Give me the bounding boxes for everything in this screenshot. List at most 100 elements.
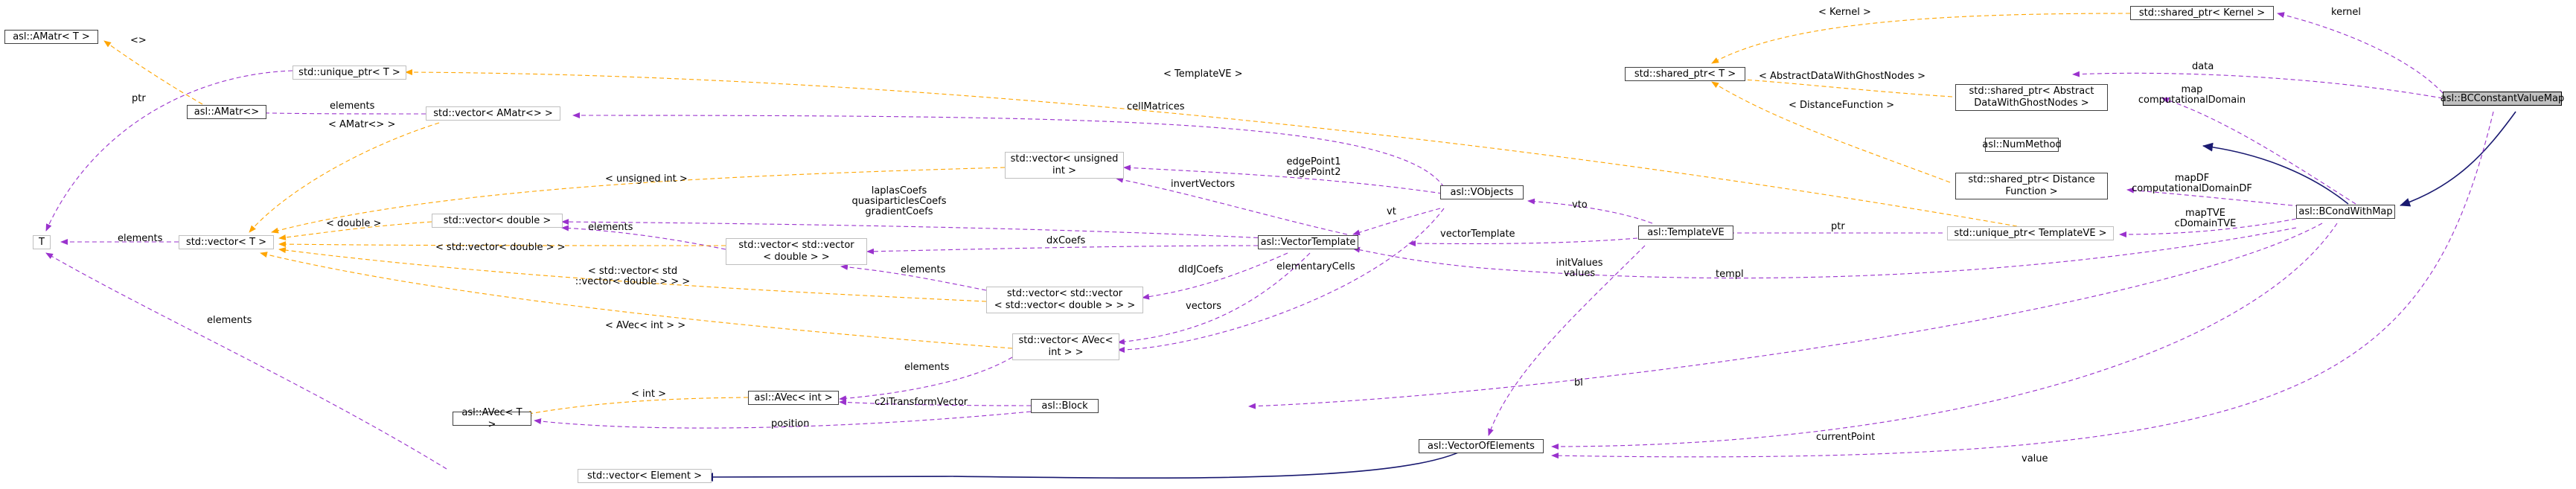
node-amatr[interactable]: asl::AMatr<>: [187, 105, 266, 119]
label-tmpl-vvd-line1: < std::vector< std: [588, 266, 677, 277]
node-t[interactable]: T: [33, 235, 51, 249]
edge-map: [2161, 98, 2356, 205]
edge-data: [2072, 71, 2444, 99]
node-avec-t[interactable]: asl::AVec< T >: [453, 407, 531, 430]
label-c2itransform: c2iTransformVector: [875, 397, 968, 408]
node-avec-int[interactable]: asl::AVec< int >: [748, 391, 839, 405]
node-vector-element[interactable]: std::vector< Element >: [578, 469, 712, 483]
template-edges: [103, 13, 2131, 417]
inheritance-edges: [703, 111, 2516, 482]
node-vector-double[interactable]: std::vector< double >: [432, 214, 563, 228]
edge-templ: [1352, 227, 2297, 279]
node-shared-ptr-t[interactable]: std::shared_ptr< T >: [1625, 67, 1745, 81]
edge-currentpoint: [1551, 223, 2338, 450]
label-tmpl-empty: <>: [130, 35, 147, 46]
node-amatr-t[interactable]: asl::AMatr< T >: [4, 30, 98, 44]
label-tmpl-avec-int: < AVec< int > >: [605, 320, 685, 331]
node-vector-amatr[interactable]: std::vector< AMatr<> >: [426, 106, 560, 121]
edge-bcconstantvaluemap-to-bcondwithmap: [2400, 111, 2516, 207]
label-didjcoefs: dIdJCoefs: [1178, 264, 1224, 275]
node-vectortemplate[interactable]: asl::VectorTemplate: [1258, 235, 1358, 249]
node-templateve[interactable]: asl::TemplateVE: [1638, 226, 1733, 240]
node-unique-ptr-t[interactable]: std::unique_ptr< T >: [293, 65, 406, 80]
label-edgepoint-line2: edgePoint2: [1286, 167, 1340, 178]
label-elements-avec: elements: [904, 362, 950, 373]
edge-elementarycells: [1117, 208, 1445, 353]
label-edgepoint-line1: edgePoint1: [1286, 156, 1340, 167]
node-vectorofelements[interactable]: asl::VectorOfElements: [1419, 439, 1544, 453]
edge-mapdf: [2126, 187, 2308, 208]
node-shared-ptr-kernel[interactable]: std::shared_ptr< Kernel >: [2130, 6, 2274, 20]
label-value: value: [2022, 453, 2048, 464]
node-vector-t[interactable]: std::vector< T >: [179, 235, 274, 249]
label-initvalues-line1: initValues: [1556, 258, 1602, 269]
node-nummethod[interactable]: asl::NumMethod: [1982, 138, 2062, 152]
node-vector-avec-int[interactable]: std::vector< AVec< int > >: [1012, 333, 1119, 360]
label-kernel: kernel: [2331, 7, 2361, 18]
usage-edges: [45, 12, 2494, 470]
edge-kernel: [2277, 12, 2444, 94]
label-initvalues-line2: values: [1564, 268, 1596, 279]
edge-vto: [1527, 198, 1653, 224]
label-elements-t: elements: [118, 233, 163, 244]
label-elements-long: elements: [207, 315, 252, 326]
label-cellmatrices: cellMatrices: [1127, 101, 1185, 112]
node-vector-vector-vector-double[interactable]: std::vector< std::vector < std::vector< …: [986, 287, 1143, 313]
edge-ptr-t: [45, 70, 293, 231]
label-maptve-line1: mapTVE: [2185, 208, 2225, 219]
node-vobjects[interactable]: asl::VObjects: [1440, 185, 1524, 199]
edge-cellmatrices: [572, 112, 1448, 194]
node-block[interactable]: asl::Block: [1031, 399, 1099, 413]
label-mapdf-line2: computationalDomainDF: [2132, 183, 2252, 194]
node-shared-ptr-abstract[interactable]: std::shared_ptr< Abstract DataWithGhostN…: [1955, 84, 2108, 111]
label-tmpl-unsigned: < unsigned int >: [605, 173, 688, 185]
label-map-line2: computationalDomain: [2138, 95, 2246, 106]
label-laplas-line3: gradientCoefs: [865, 206, 933, 217]
edge-tmpl-avec-int: [260, 252, 1013, 349]
node-bcconstantvaluemap[interactable]: asl::BCConstantValueMap: [2441, 92, 2564, 106]
edge-tmpl-vvd: [278, 247, 987, 302]
label-templ: templ: [1716, 269, 1744, 280]
node-bcondwithmap[interactable]: asl::BCondWithMap: [2296, 205, 2395, 219]
label-tmpl-std-vector-double: < std::vector< double > >: [435, 242, 566, 253]
edge-elements-long: [45, 252, 447, 470]
label-invertvectors: invertVectors: [1171, 179, 1235, 190]
label-vectortemplate: vectorTemplate: [1440, 228, 1515, 240]
edge-position: [534, 411, 1032, 429]
label-vectors: vectors: [1186, 301, 1221, 312]
edge-invertvectors: [1116, 176, 1348, 235]
label-elements-vvd: elements: [901, 264, 946, 275]
edge-tmpl-unsigned: [271, 167, 1006, 234]
edge-maptve: [2119, 218, 2297, 237]
edge-tmpl-distance: [1711, 81, 1951, 183]
edge-edgepoint: [1123, 164, 1443, 194]
edge-didjcoefs: [1142, 252, 1288, 300]
node-vector-unsigned-int[interactable]: std::vector< unsigned int >: [1005, 152, 1124, 179]
edge-tmpl-std-vector-double: [278, 241, 726, 248]
edge-elements-vvd: [840, 263, 987, 291]
edge-tmpl-empty: [103, 40, 203, 105]
edge-dxcoefs: [866, 245, 1259, 255]
node-vector-vector-double[interactable]: std::vector< std::vector < double > >: [726, 238, 867, 265]
edge-tmpl-kernel: [1711, 13, 2131, 64]
edge-tmpl-amatr: [249, 122, 440, 233]
node-unique-ptr-templateve[interactable]: std::unique_ptr< TemplateVE >: [1947, 226, 2114, 240]
label-tmpl-double: < double >: [326, 218, 381, 229]
node-shared-ptr-distance[interactable]: std::shared_ptr< Distance Function >: [1955, 173, 2108, 199]
label-elements-amatr: elements: [330, 100, 375, 112]
label-tmpl-kernel: < Kernel >: [1818, 7, 1871, 18]
label-tmpl-abstract: < AbstractDataWithGhostNodes >: [1759, 71, 1925, 82]
edge-tmpl-int: [524, 397, 749, 417]
label-tmpl-vvd: < std::vector< std::vector< double > > >: [575, 266, 690, 287]
label-tmpl-amatr: < AMatr<> >: [328, 119, 395, 130]
label-tmpl-vvd-line2: ::vector< double > > >: [575, 276, 690, 287]
edge-bl: [1248, 223, 2323, 409]
edge-vt: [1352, 208, 1441, 236]
label-laplas-line2: quasiparticlesCoefs: [851, 196, 946, 207]
edge-laplas: [561, 219, 1266, 239]
label-ptr-templateve: ptr: [1831, 221, 1845, 232]
